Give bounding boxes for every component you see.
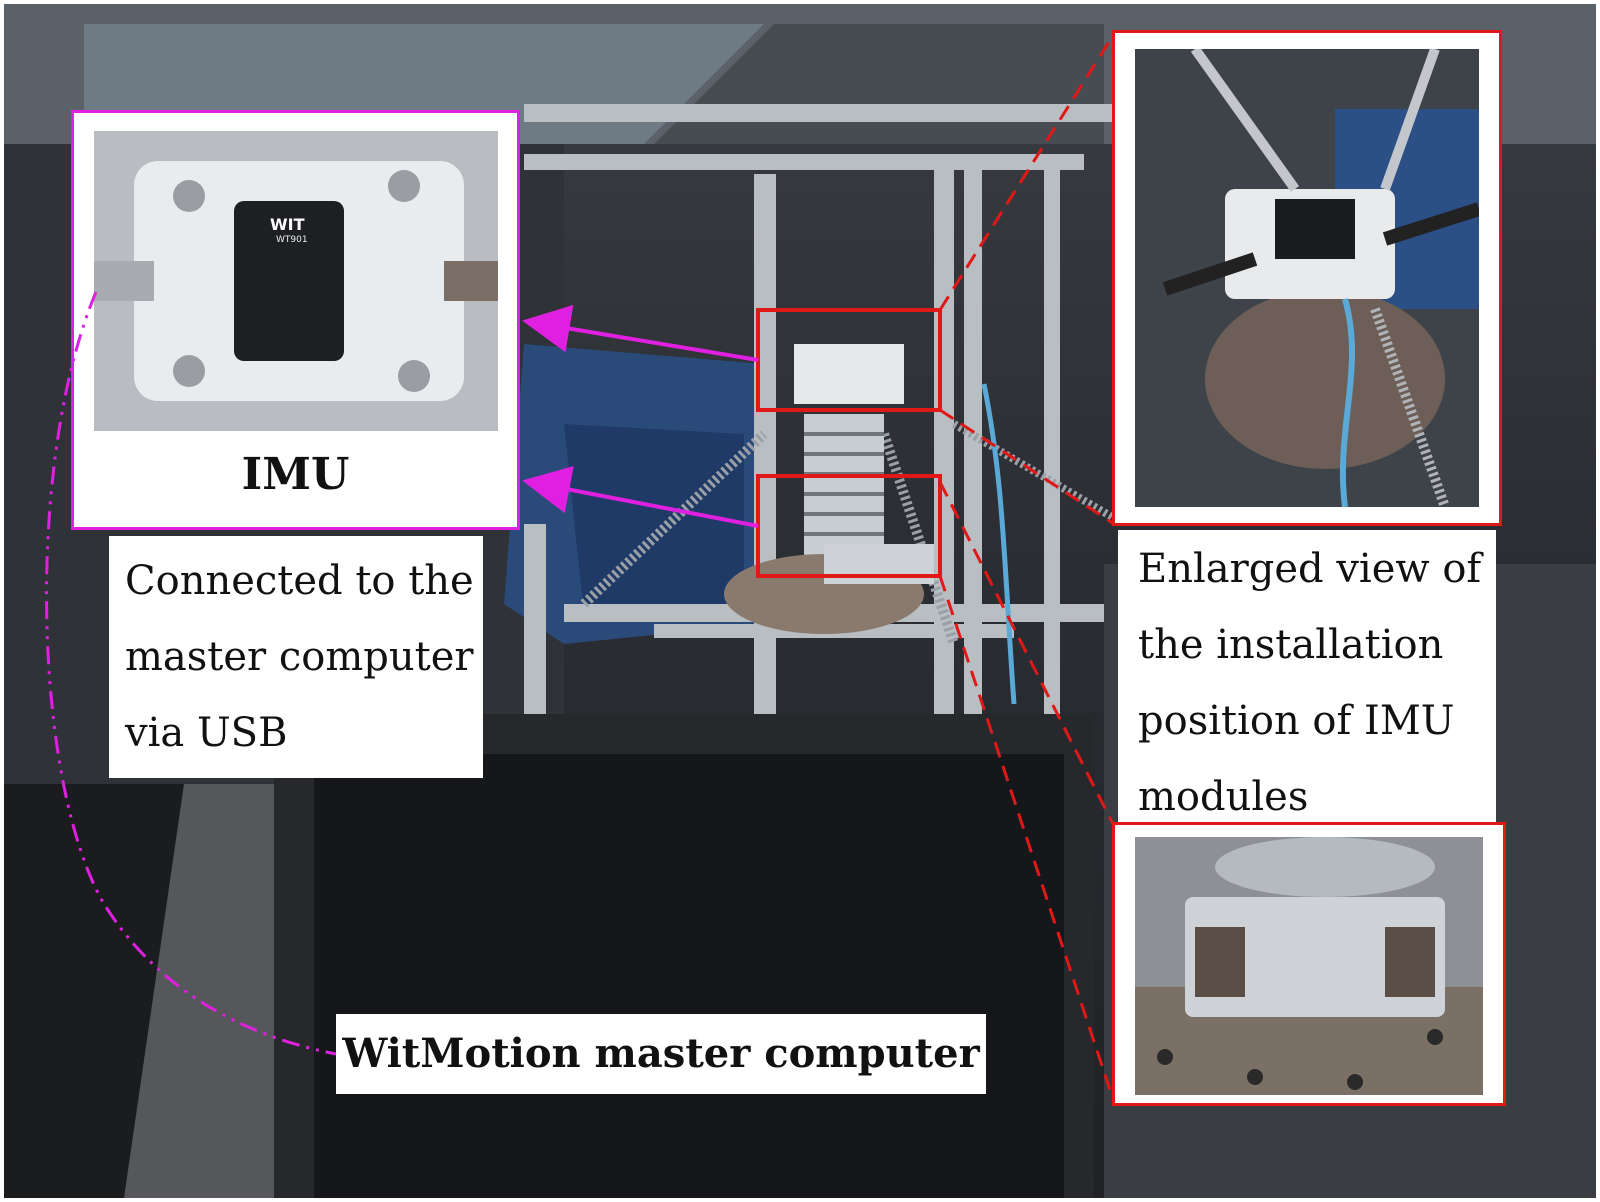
master-computer-label: WitMotion master computer — [342, 1030, 980, 1077]
photo-scene: WIT WT901 IMU Connected to the master co… — [4, 4, 1596, 1198]
laptop-screen — [314, 754, 1064, 1198]
usb-caption-line-3: via USB — [125, 710, 288, 756]
enlarged-bottom-inset-panel — [1112, 822, 1506, 1106]
mount-base — [1185, 897, 1445, 1017]
imu-closeup-photo: WIT WT901 — [94, 131, 498, 431]
enlarged-caption-line-3: position of IMU — [1138, 698, 1455, 744]
imu-model-label: WT901 — [276, 235, 308, 245]
imu-inset-panel: WIT WT901 IMU — [71, 110, 520, 530]
usb-caption-line-2: master computer — [125, 634, 474, 680]
enlarged-bottom-photo — [1135, 837, 1483, 1095]
enlarged-caption-line-2: the installation — [1138, 622, 1444, 668]
spring-left — [580, 430, 768, 608]
enlarged-caption-line-4: modules — [1138, 774, 1309, 820]
usb-caption-line-1: Connected to the — [125, 558, 474, 604]
master-computer-panel: WitMotion master computer — [336, 1014, 986, 1094]
imu-brand-mark: WIT — [270, 215, 305, 234]
enlarged-top-photo — [1135, 49, 1479, 507]
enlarged-caption-panel: Enlarged view of the installation positi… — [1118, 530, 1496, 830]
enlarged-caption-line-1: Enlarged view of — [1138, 546, 1482, 592]
enlarged-top-inset-panel — [1112, 30, 1502, 526]
imu-title: IMU — [241, 449, 350, 500]
usb-caption-panel: Connected to the master computer via USB — [109, 536, 483, 778]
